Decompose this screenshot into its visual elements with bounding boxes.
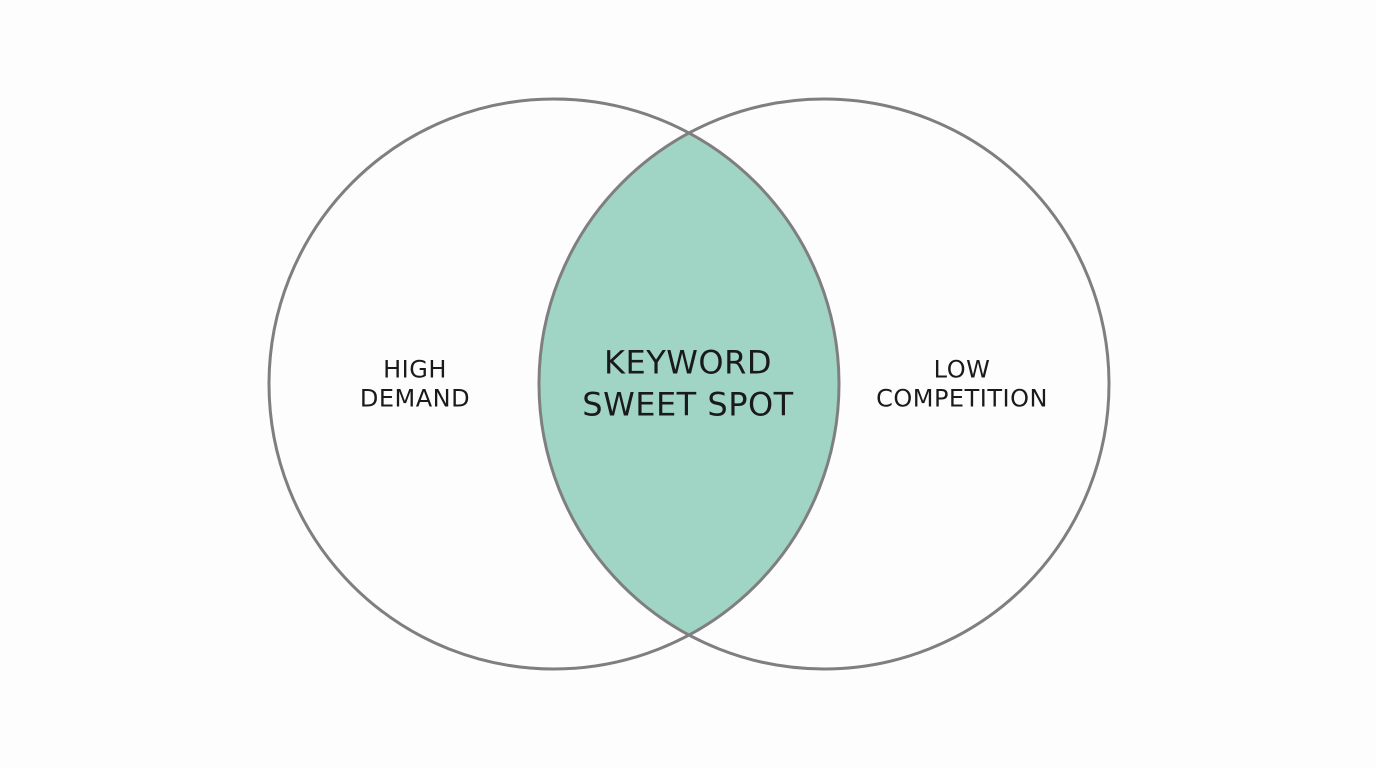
high-demand-line-1: HIGH	[383, 355, 447, 384]
high-demand-line-2: DEMAND	[359, 385, 471, 413]
sweet-spot-line-1: KEYWORD	[604, 343, 772, 382]
low-competition-line-1: LOW	[933, 355, 991, 384]
intersection-fill	[539, 99, 839, 669]
low-competition-label: LOW COMPETITION	[876, 356, 1048, 415]
sweet-spot-line-2: SWEET SPOT	[582, 385, 794, 423]
high-demand-label: HIGH DEMAND	[360, 356, 470, 415]
low-competition-line-2: COMPETITION	[876, 385, 1048, 413]
keyword-sweet-spot-label: KEYWORD SWEET SPOT	[582, 342, 793, 425]
right-circle-low-competition	[537, 97, 1111, 671]
left-circle-high-demand	[267, 97, 841, 671]
